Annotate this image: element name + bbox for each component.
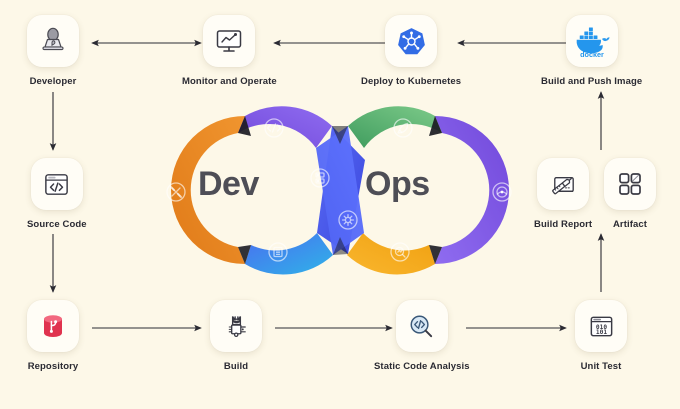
loop-segment-deploy	[348, 106, 442, 148]
node-artifact[interactable]: Artifact	[604, 158, 656, 230]
server-icon	[310, 168, 330, 188]
node-label: Build	[223, 361, 249, 372]
svg-text:010: 010	[595, 323, 606, 330]
kubernetes-tile[interactable]	[385, 15, 438, 67]
node-build[interactable]: Build	[210, 300, 262, 372]
loop-segment-plan	[171, 116, 245, 264]
rocket-icon	[393, 118, 413, 138]
node-developer[interactable]: Developer	[27, 15, 79, 87]
node-label: Monitor and Operate	[182, 76, 277, 87]
node-static-analysis[interactable]: Static Code Analysis	[374, 300, 470, 372]
build-tile[interactable]	[210, 300, 262, 352]
monitor-tile[interactable]	[203, 15, 256, 67]
node-label: Artifact	[612, 219, 648, 230]
ops-label: Ops	[365, 165, 430, 203]
build-report-tile[interactable]	[537, 158, 590, 210]
tools-icon	[166, 182, 186, 202]
docker-icon: docker	[576, 27, 610, 58]
node-unit-test[interactable]: 010 101 Unit Test	[575, 300, 627, 372]
loop-segment-build	[245, 233, 333, 275]
node-build-report[interactable]: Build Report	[534, 158, 592, 230]
node-monitor-operate[interactable]: Monitor and Operate	[182, 15, 277, 87]
node-label: Unit Test	[580, 361, 622, 372]
gear-icon	[338, 210, 358, 230]
node-label: Static Code Analysis	[374, 361, 470, 372]
devops-infinity-loop	[166, 106, 512, 275]
node-label: Deploy to Kubernetes	[361, 76, 462, 87]
build-icon	[228, 315, 246, 337]
source-code-icon	[45, 173, 69, 195]
svg-text:101: 101	[595, 329, 606, 336]
node-source-code[interactable]: Source Code	[27, 158, 87, 230]
loop-segment-code	[238, 106, 332, 148]
repository-tile[interactable]	[27, 300, 79, 352]
artifact-tile[interactable]	[604, 158, 656, 210]
node-repository[interactable]: Repository	[27, 300, 79, 372]
node-label: Build Report	[534, 219, 593, 230]
developer-tile[interactable]	[27, 15, 79, 67]
monitor-icon	[217, 30, 242, 52]
node-kubernetes[interactable]: Deploy to Kubernetes	[361, 15, 461, 87]
analytics-icon	[390, 242, 410, 262]
repository-icon	[44, 315, 62, 337]
artifact-icon	[619, 173, 641, 195]
dev-label: Dev	[198, 165, 259, 203]
node-label: Source Code	[27, 219, 87, 230]
node-docker[interactable]: docker Build and Push Image	[541, 15, 642, 87]
node-label: Repository	[27, 361, 79, 372]
build-report-icon	[551, 176, 574, 194]
monitor-radar-icon	[492, 182, 512, 202]
static-analysis-icon	[410, 315, 433, 337]
static-analysis-tile[interactable]	[395, 300, 448, 352]
node-label: Developer	[29, 76, 77, 87]
developer-icon	[42, 27, 64, 51]
node-label: Build and Push Image	[541, 76, 643, 87]
code-icon	[264, 118, 284, 138]
svg-text:docker: docker	[580, 50, 604, 58]
unit-test-tile[interactable]: 010 101	[575, 300, 627, 352]
docker-tile[interactable]: docker	[565, 15, 618, 67]
source-code-tile[interactable]	[30, 158, 83, 210]
document-icon	[268, 242, 288, 262]
loop-segment-release	[316, 126, 364, 255]
unit-test-icon: 010 101	[590, 316, 612, 336]
loop-segment-operate	[435, 116, 509, 264]
kubernetes-icon	[397, 27, 425, 54]
